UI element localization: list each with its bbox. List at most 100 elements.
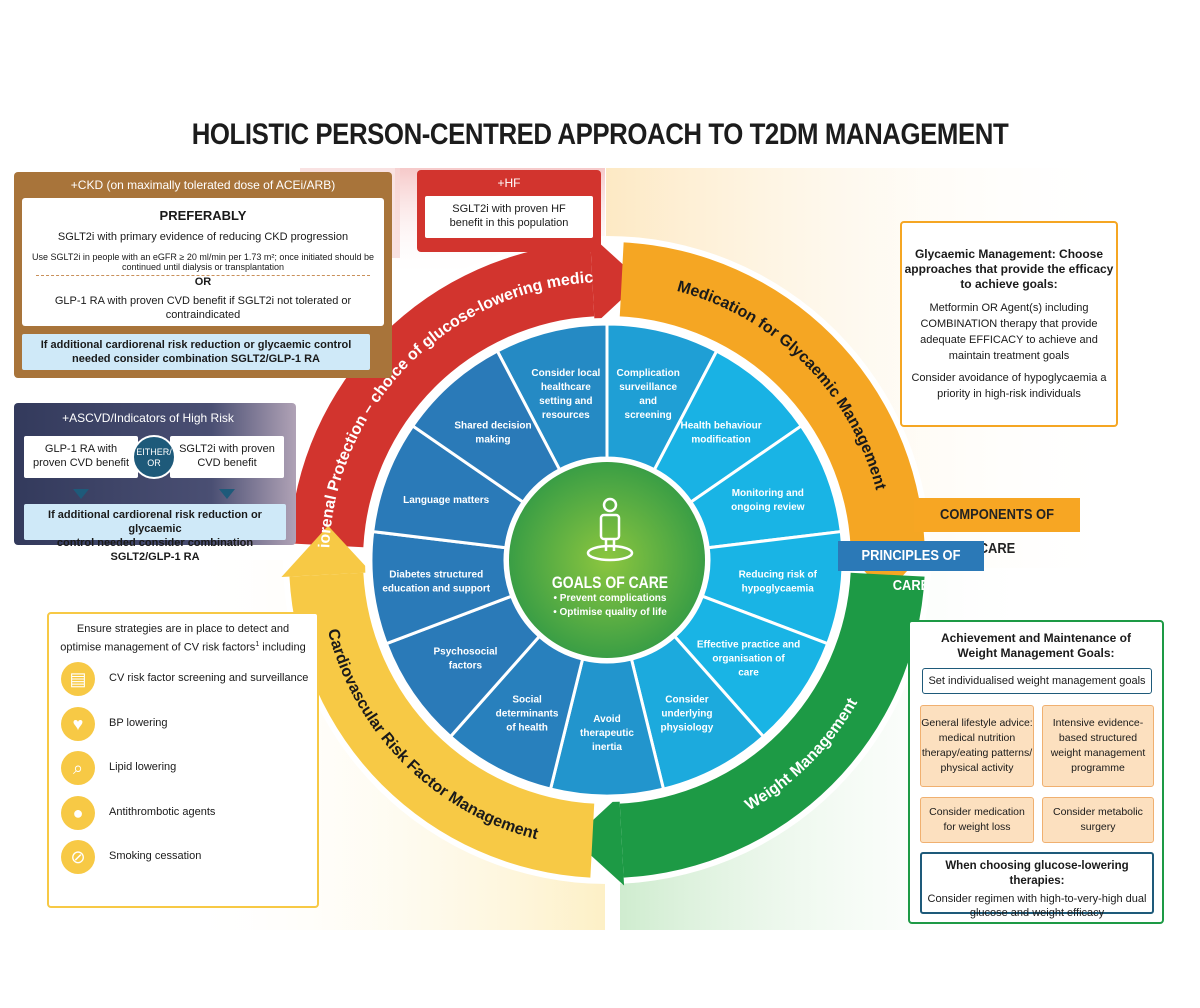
intensive-line: weight management <box>1050 747 1146 759</box>
glycaemic-title-line3: to achieve goals: <box>960 277 1058 291</box>
ckd-footer-box: If additional cardiorenal risk reduction… <box>22 334 370 370</box>
glycaemic-title-line2: approaches that provide the efficacy <box>904 262 1114 276</box>
green-ring <box>619 572 925 878</box>
glp1-option-line1: GLP-1 RA with <box>44 443 118 455</box>
ckd-panel: +CKD (on maximally tolerated dose of ACE… <box>14 172 392 378</box>
lifestyle-line: physical activity <box>940 762 1014 774</box>
ckd-header: +CKD (on maximally tolerated dose of ACE… <box>70 178 336 192</box>
lifestyle-line: therapy/eating patterns/ <box>921 747 1033 759</box>
lifestyle-line: medical nutrition <box>938 732 1016 744</box>
cv-item-label: Antithrombotic agents <box>109 805 216 818</box>
intensive-line: programme <box>1071 762 1125 774</box>
glycaemic-p1-line: maintain treatment goals <box>948 350 1070 362</box>
surgery-line: Consider metabolic <box>1053 806 1143 818</box>
choosing-line: glucose and weight efficacy <box>969 907 1105 919</box>
metabolic-surgery-box: Consider metabolic surgery <box>1042 797 1154 843</box>
cv-item-label: Lipid lowering <box>109 761 177 773</box>
bp-cuff-icon: ♥ <box>61 706 95 741</box>
glycaemic-p2-line: priority in high-risk individuals <box>937 388 1081 400</box>
yellow-ring-arrowhead <box>281 525 372 578</box>
cv-item-label: Smoking cessation <box>109 850 202 862</box>
ascvd-footer-line2: control needed consider combination SGLT… <box>56 537 254 563</box>
sglt2-option-line1: SGLT2i with proven <box>179 443 275 455</box>
ascvd-panel: +ASCVD/Indicators of High Risk GLP-1 RA … <box>14 403 296 563</box>
medication-line: for weight loss <box>943 821 1011 833</box>
ckd-or: OR <box>194 276 212 288</box>
glycaemic-p1-line: COMBINATION therapy that provide <box>920 318 1098 330</box>
hf-line1: SGLT2i with proven HF <box>452 203 566 215</box>
hf-panel: +HF SGLT2i with proven HF benefit in thi… <box>417 170 601 252</box>
ckd-line2a: Use SGLT2i in people with an eGFR ≥ 20 m… <box>32 252 374 262</box>
components-of-care-label: COMPONENTS OF CARE <box>914 498 1080 557</box>
cv-risk-panel: Ensure strategies are in place to detect… <box>47 612 319 908</box>
cv-intro-line1: Ensure strategies are in place to detect… <box>76 623 290 635</box>
cv-item-label: BP lowering <box>109 716 168 729</box>
page-title: HOLISTIC PERSON-CENTRED APPROACH TO T2DM… <box>191 118 1009 151</box>
glp1-option-line2: proven CVD benefit <box>33 457 129 469</box>
glycaemic-p1-line: adequate EFFICACY to achieve and <box>920 334 1098 346</box>
cv-item-label: CV risk factor screening and surveillanc… <box>109 672 309 684</box>
goals-of-care: GOALS OF CARE • Prevent complications • … <box>510 485 710 635</box>
cv-item: ⌕ Lipid lowering <box>61 751 311 787</box>
cv-intro-line2: optimise management of CV risk factors1 … <box>49 637 317 656</box>
glycaemic-p2-line: Consider avoidance of hypoglycaemia a <box>911 372 1107 384</box>
yellow-ring <box>289 572 595 878</box>
glp1-option-box: GLP-1 RA with proven CVD benefit <box>24 436 138 478</box>
cv-item: ▤ CV risk factor screening and surveillan… <box>61 662 311 698</box>
hf-line2: benefit in this population <box>449 217 569 229</box>
choosing-title: When choosing glucose-lowering therapies… <box>945 860 1129 887</box>
red-ring <box>289 242 595 548</box>
principle-segment <box>410 349 562 505</box>
cv-intro-text-end: including <box>259 641 306 654</box>
weight-title-line2: Weight Management Goals: <box>957 646 1115 660</box>
set-goals-box: Set individualised weight management goa… <box>922 668 1152 694</box>
medication-line: Consider medication <box>929 806 1025 818</box>
surgery-line: surgery <box>1080 821 1116 833</box>
hf-header: +HF <box>497 176 521 190</box>
glycaemic-p1: Metformin OR Agent(s) including COMBINAT… <box>902 300 1116 364</box>
goal-item: • Optimise quality of life <box>553 607 667 618</box>
hf-box: SGLT2i with proven HF benefit in this po… <box>425 196 593 238</box>
ascvd-footer-box: If additional cardiorenal risk reduction… <box>24 504 286 563</box>
person-target-icon <box>586 497 634 562</box>
ascvd-footer-line1: If additional cardiorenal risk reduction… <box>48 509 262 535</box>
ckd-footer-line2: needed consider combination SGLT2/GLP-1 … <box>72 353 320 365</box>
sglt2-option-box: SGLT2i with proven CVD benefit <box>170 436 284 478</box>
ckd-recommendation-box: PREFERABLY SGLT2i with primary evidence … <box>22 198 384 326</box>
either-or-badge: EITHER/ OR <box>132 435 176 479</box>
weight-title: Achievement and Maintenance of Weight Ma… <box>910 631 1162 661</box>
goals-title: GOALS OF CARE <box>551 573 669 592</box>
weight-management-panel: Achievement and Maintenance of Weight Ma… <box>908 620 1164 924</box>
weight-title-line1: Achievement and Maintenance of <box>940 631 1132 645</box>
lifestyle-advice-box: General lifestyle advice: medical nutrit… <box>920 705 1034 787</box>
glycaemic-p1-line: Metformin OR Agent(s) including <box>929 302 1089 314</box>
ckd-preferably: PREFERABLY <box>159 208 247 223</box>
principle-label: Language matters <box>403 495 490 506</box>
cv-intro: Ensure strategies are in place to detect… <box>49 622 317 656</box>
cv-item: ⊘Smoking cessation <box>61 840 311 876</box>
ascvd-header: +ASCVD/Indicators of High Risk <box>62 411 234 425</box>
arrow-down-icon <box>219 489 235 499</box>
ckd-line3: GLP-1 RA with proven CVD benefit if SGLT… <box>54 295 352 321</box>
intensive-line: Intensive evidence- <box>1052 717 1144 729</box>
cv-item: ♥ BP lowering <box>61 706 311 743</box>
magnifier-icon: ⌕ <box>61 751 95 785</box>
clipboard-icon: ▤ <box>61 662 95 696</box>
red-ring-arrowhead <box>589 234 642 325</box>
set-goals-text: Set individualised weight management goa… <box>928 675 1146 687</box>
choosing-therapies-box: When choosing glucose-lowering therapies… <box>920 852 1154 919</box>
or-text: OR <box>147 458 161 468</box>
cv-item: ●Antithrombotic agents <box>61 795 311 832</box>
green-ring-arrowhead <box>572 795 625 886</box>
glycaemic-title-line1: Glycaemic Management: Choose <box>914 247 1104 261</box>
